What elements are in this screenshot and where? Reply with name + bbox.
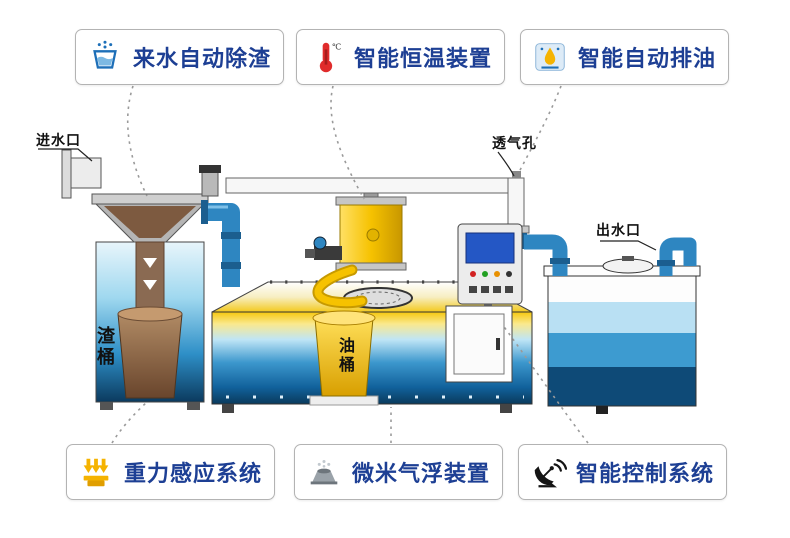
callout-label: 智能控制系统 xyxy=(576,461,715,486)
label-pointer-lines xyxy=(38,148,657,251)
water-deslag-icon xyxy=(85,37,125,77)
callout-gravity-sensor: 重力感应系统 xyxy=(66,444,276,500)
control-panel xyxy=(457,223,523,314)
vent-label: 透气孔 xyxy=(492,135,537,151)
callout-label: 智能自动排油 xyxy=(578,46,717,71)
callout-micro-bubble: 微米气浮装置 xyxy=(294,444,504,500)
callout-label: 来水自动除渣 xyxy=(133,46,272,71)
inlet-pipe xyxy=(61,149,102,199)
callout-label: 智能恒温装置 xyxy=(354,46,493,71)
gravity-sensor-icon xyxy=(76,452,116,492)
outlet-tank xyxy=(524,234,701,414)
callout-label: 重力感应系统 xyxy=(124,461,263,486)
oil-bucket-label: 油桶 xyxy=(336,337,353,375)
outlet-label: 出水口 xyxy=(596,222,641,238)
callout-label: 微米气浮装置 xyxy=(352,461,491,486)
svg-text:℃: ℃ xyxy=(332,41,342,51)
callout-thermostat: ℃ 智能恒温装置 xyxy=(296,29,506,85)
smart-control-icon xyxy=(528,452,568,492)
deslag-tank xyxy=(91,165,221,410)
auto-oil-drain-icon xyxy=(530,37,570,77)
oil-bucket xyxy=(309,310,379,406)
callout-smart-control: 智能控制系统 xyxy=(518,444,728,500)
inlet-label: 进水口 xyxy=(36,132,81,148)
slag-bucket-label: 渣桶 xyxy=(95,326,115,368)
transfer-pipe xyxy=(201,200,241,287)
callout-auto-deslag: 来水自动除渣 xyxy=(75,29,285,85)
callout-auto-oil-drain: 智能自动排油 xyxy=(520,29,730,85)
heating-unit xyxy=(305,192,407,309)
micro-bubble-icon xyxy=(304,452,344,492)
control-cabinet xyxy=(445,305,513,383)
dotted-connectors xyxy=(111,85,589,444)
thermostat-icon: ℃ xyxy=(306,37,346,77)
